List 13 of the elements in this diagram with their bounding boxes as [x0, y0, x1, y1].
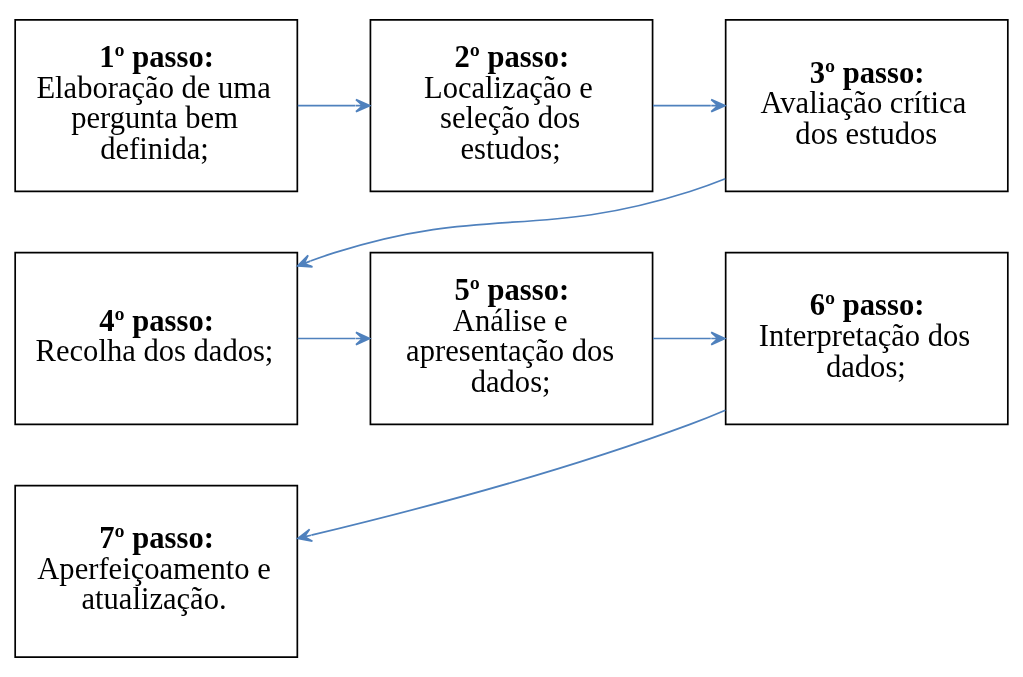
node-box: 6º passo: Interpretação dos dados; — [724, 251, 1009, 426]
node-box: 4º passo: Recolha dos dados; — [14, 251, 299, 426]
arrow — [652, 98, 726, 113]
node-box: 2º passo: Localização e seleção dos estudos; — [369, 18, 654, 193]
node-box: 5º passo: Análise e apresentação dos dados; — [369, 251, 654, 426]
arrow — [296, 177, 727, 268]
arrow — [296, 98, 371, 113]
arrow — [296, 331, 371, 346]
arrow — [296, 409, 727, 543]
arrow — [652, 331, 726, 346]
node-box: 1º passo: Elaboração de uma pergunta bem definida; — [14, 18, 299, 193]
node-box: 3º passo: Avaliação crítica dos estudos — [724, 18, 1009, 193]
node-box: 7º passo: Aperfeiçoamento e atualização. — [14, 484, 299, 659]
